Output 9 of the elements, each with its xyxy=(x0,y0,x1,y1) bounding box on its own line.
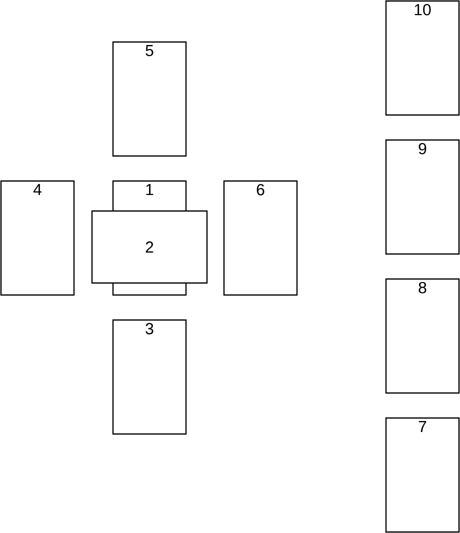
card: 7 xyxy=(385,417,460,533)
card: 10 xyxy=(385,0,460,116)
card: 3 xyxy=(112,319,187,435)
card: 6 xyxy=(223,180,298,296)
card: 8 xyxy=(385,278,460,394)
card: 9 xyxy=(385,139,460,255)
crossing-card: 2 xyxy=(91,210,208,284)
card: 5 xyxy=(112,41,187,157)
card: 4 xyxy=(0,180,75,296)
